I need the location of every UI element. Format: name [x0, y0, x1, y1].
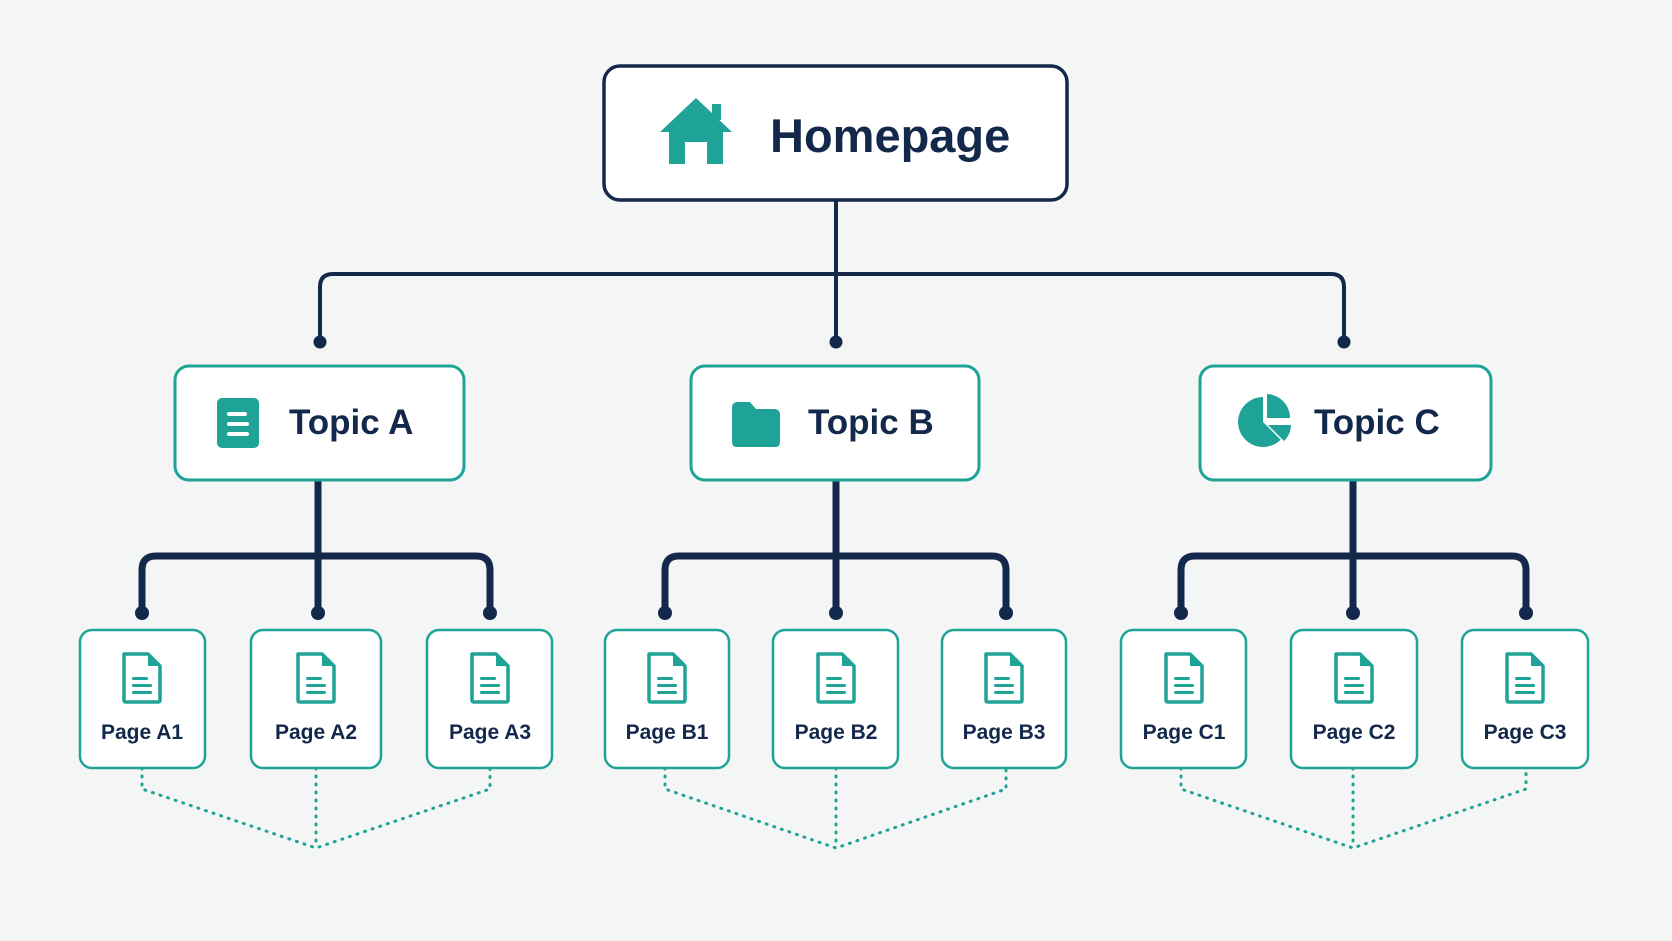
dotted-link-line	[663, 766, 1008, 850]
page-label: Page A2	[275, 721, 357, 744]
dotted-link-line	[140, 766, 492, 850]
page-label: Page A3	[449, 721, 531, 744]
connector-dot	[1519, 606, 1533, 620]
page-box	[603, 628, 731, 770]
cross-links-b	[663, 766, 1008, 850]
topic-a-box	[173, 364, 466, 482]
page-node-b3[interactable]: Page B3	[940, 628, 1068, 770]
page-node-b2[interactable]: Page B2	[771, 628, 900, 770]
connector-dot	[313, 335, 327, 349]
page-box	[940, 628, 1068, 770]
page-box	[1119, 628, 1248, 770]
topic-c-box	[1198, 364, 1493, 482]
page-box	[249, 628, 383, 770]
connector-dot	[829, 606, 843, 620]
folder-icon	[732, 402, 780, 447]
page-node-c1[interactable]: Page C1	[1119, 628, 1248, 770]
page-box	[1460, 628, 1590, 770]
connector-dot	[311, 606, 325, 620]
topic-b-branch-line	[661, 552, 1010, 616]
page-box	[1289, 628, 1419, 770]
connector-dot	[483, 606, 497, 620]
topic-b-node[interactable]: Topic B	[689, 364, 981, 482]
root-branch-line	[318, 272, 1346, 338]
page-label: Page C3	[1484, 721, 1567, 744]
topic-b-connectors	[658, 476, 1013, 620]
page-label: Page B2	[795, 721, 878, 744]
topic-a-connectors	[135, 476, 497, 620]
page-node-c2[interactable]: Page C2	[1289, 628, 1419, 770]
homepage-label: Homepage	[770, 109, 1010, 162]
topic-a-label: Topic A	[289, 403, 413, 442]
root-connectors	[313, 198, 1351, 349]
page-label: Page B3	[963, 721, 1046, 744]
document-icon	[217, 398, 259, 448]
connector-dot	[1337, 335, 1351, 349]
topic-b-label: Topic B	[808, 403, 934, 442]
topic-b-box	[689, 364, 981, 482]
topic-c-node[interactable]: Topic C	[1198, 364, 1493, 482]
homepage-node[interactable]: Homepage	[602, 64, 1069, 202]
homepage-box	[602, 64, 1069, 202]
topic-c-branch-line	[1177, 552, 1530, 616]
page-box	[78, 628, 207, 770]
connector-dot	[1174, 606, 1188, 620]
page-label: Page B1	[626, 721, 709, 744]
page-label: Page A1	[101, 721, 183, 744]
page-label: Page C1	[1143, 721, 1226, 744]
cross-links-a	[140, 766, 492, 850]
page-box	[771, 628, 900, 770]
cross-links-c	[1179, 766, 1528, 850]
topic-c-label: Topic C	[1314, 403, 1440, 442]
house-icon	[660, 98, 732, 164]
dotted-link-line	[1179, 766, 1528, 850]
page-node-a2[interactable]: Page A2	[249, 628, 383, 770]
connector-dot	[829, 335, 843, 349]
connector-dot	[999, 606, 1013, 620]
pie-chart-icon	[1238, 394, 1291, 447]
page-node-a3[interactable]: Page A3	[425, 628, 554, 770]
page-box	[425, 628, 554, 770]
page-node-b1[interactable]: Page B1	[603, 628, 731, 770]
connector-dot	[135, 606, 149, 620]
connector-dot	[1346, 606, 1360, 620]
topic-c-connectors	[1174, 476, 1533, 620]
topic-a-branch-line	[138, 552, 494, 616]
page-node-c3[interactable]: Page C3	[1460, 628, 1590, 770]
page-label: Page C2	[1313, 721, 1396, 744]
topic-a-node[interactable]: Topic A	[173, 364, 466, 482]
connector-dot	[658, 606, 672, 620]
page-node-a1[interactable]: Page A1	[78, 628, 207, 770]
